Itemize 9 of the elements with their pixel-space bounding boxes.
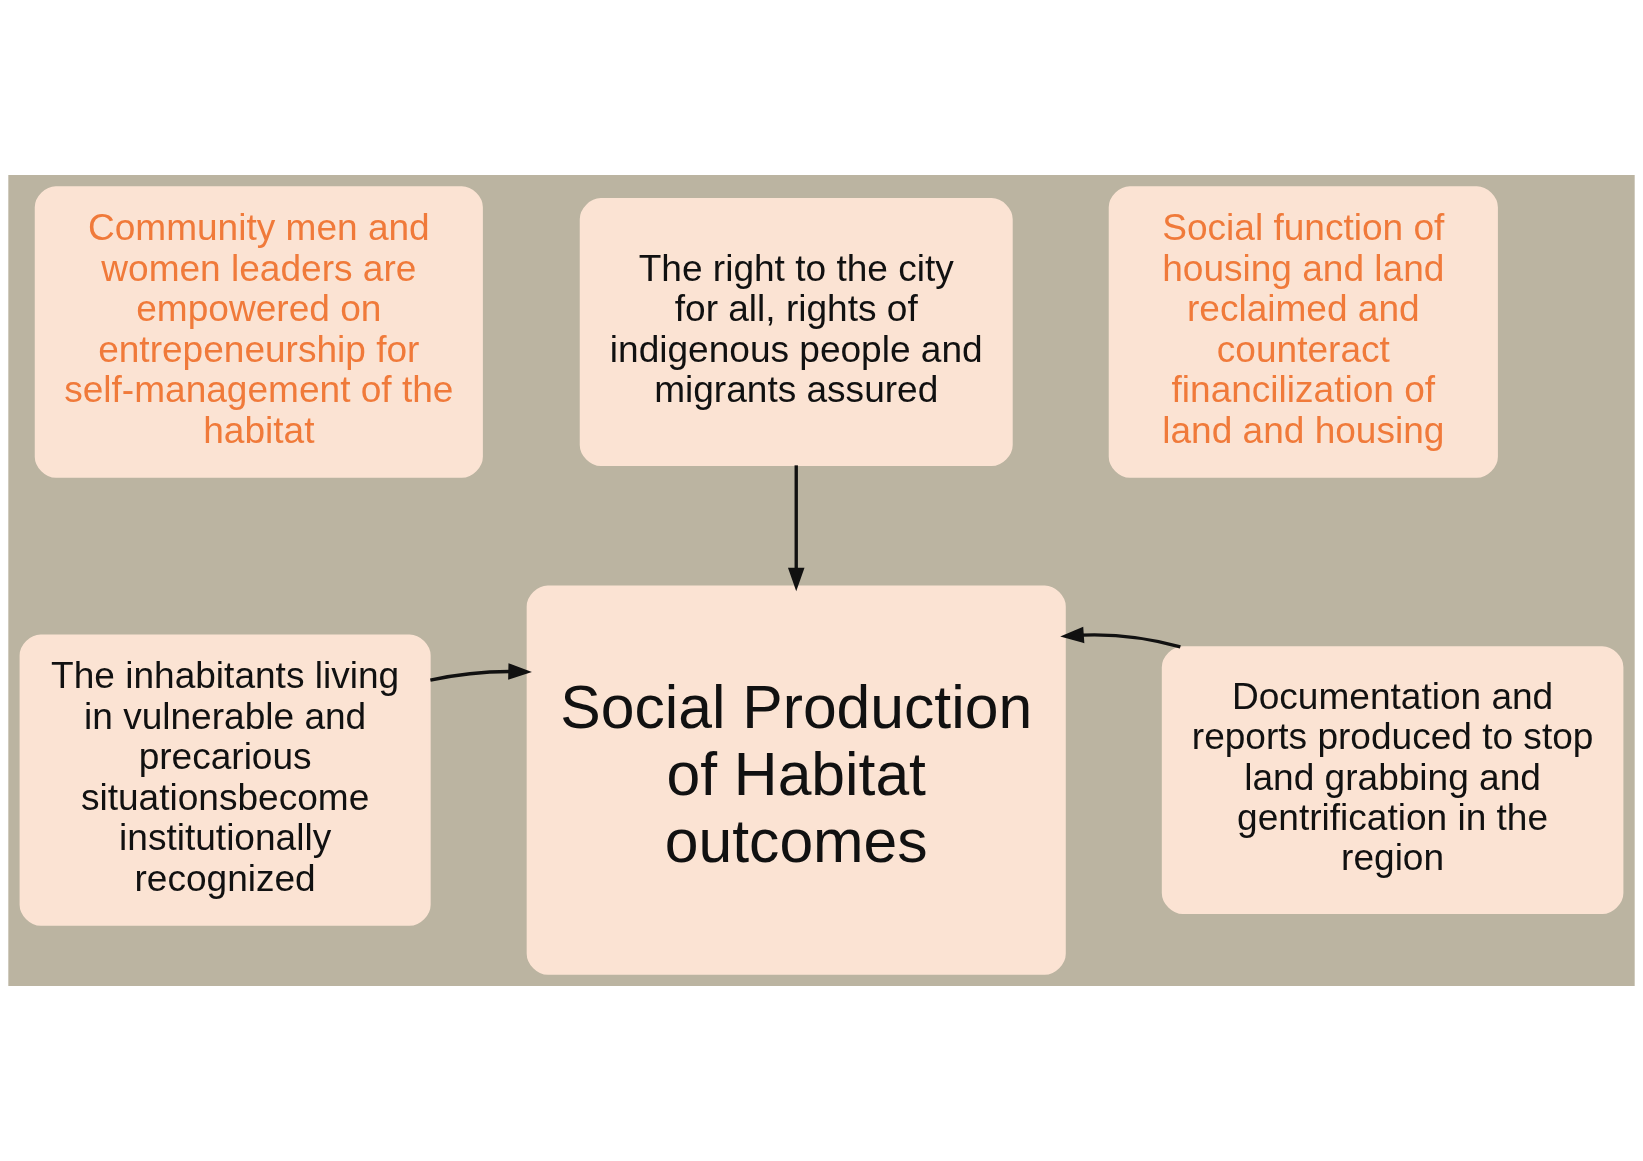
- node-box: Community men and women leaders are empowered on entrepeneurship for self-management of the habitat: [34, 186, 483, 478]
- node-box: The right to the city for all, rights of indigenous people and migrants assured: [579, 198, 1013, 466]
- arrow: [1060, 626, 1181, 649]
- arrow: [787, 465, 805, 592]
- arrow: [430, 663, 532, 682]
- node-box: Documentation and reports produced to stop land grabbing and gentrification in the region: [1161, 646, 1624, 915]
- node-box: Social function of housing and land reclaimed and counteract financilization of land and housing: [1108, 186, 1498, 478]
- node-box: The inhabitants living in vulnerable and precarious situationsbecome institutionally recognized: [19, 634, 431, 926]
- node-box: Social Production of Habitat outcomes: [526, 585, 1066, 975]
